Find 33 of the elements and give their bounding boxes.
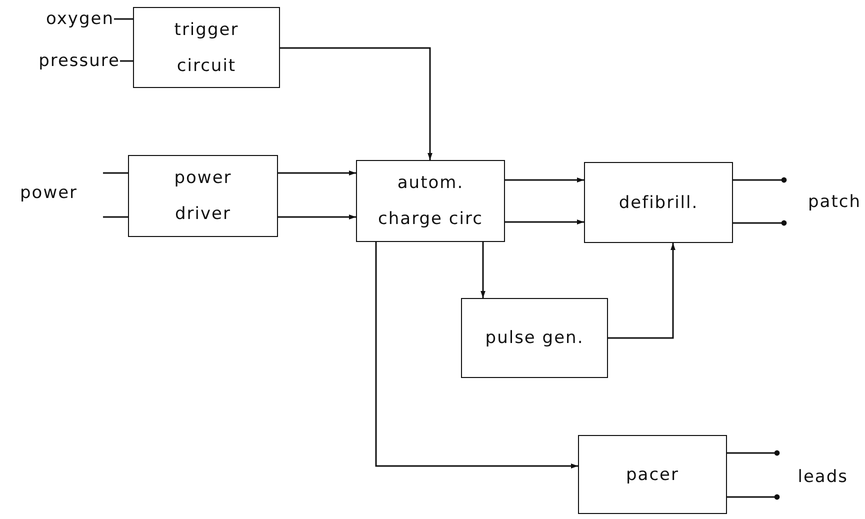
arrow <box>278 214 356 220</box>
process-box <box>128 155 278 237</box>
process-box <box>584 162 733 243</box>
box-label: pacer <box>624 464 680 486</box>
signal-label: pressure <box>4 48 120 74</box>
box-label: pulse gen. <box>484 327 585 350</box>
arrow <box>278 170 356 176</box>
connector-line <box>120 60 133 62</box>
process-box <box>356 160 505 242</box>
connector-line <box>114 18 133 20</box>
box-label: trigger circuit <box>173 18 240 78</box>
arrow <box>375 242 578 468</box>
connector-line <box>103 216 128 218</box>
terminal-line <box>727 494 780 500</box>
arrow <box>480 242 486 298</box>
box-label: power driver <box>173 167 233 226</box>
box-label: autom. charge circ <box>377 172 484 231</box>
terminal-line <box>733 177 787 183</box>
signal-label: power <box>20 180 103 206</box>
terminal-line <box>733 220 787 226</box>
connector-line <box>103 172 128 174</box>
signal-label: patch <box>788 189 861 215</box>
arrow <box>608 243 676 339</box>
terminal-line <box>727 450 780 456</box>
arrow <box>280 47 432 160</box>
signal-label: oxygen <box>14 6 114 32</box>
process-box <box>133 7 280 88</box>
arrow <box>505 220 584 224</box>
arrow <box>505 178 584 182</box>
process-box <box>461 298 608 378</box>
process-box <box>578 435 727 514</box>
box-label: defibrill. <box>618 192 700 214</box>
signal-label: leads <box>781 464 848 490</box>
